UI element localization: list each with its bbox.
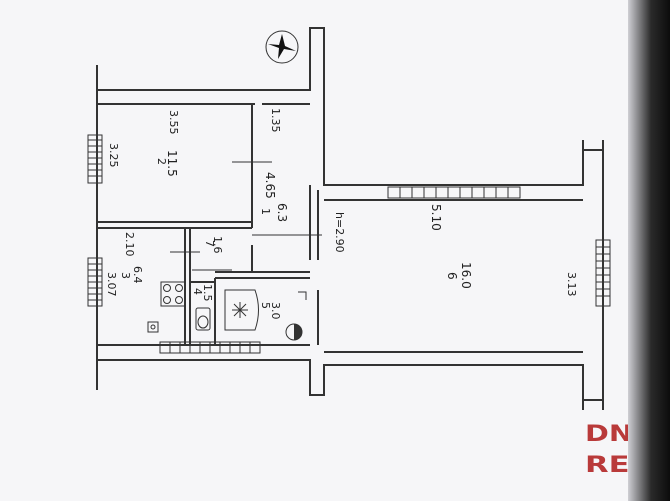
room-3-number: 3 (119, 272, 132, 279)
room-7-area: 1.6 (211, 236, 224, 254)
labels: 3.55 1.35 3.25 2 11.5 4.65 1 6.3 h=2.90 … (105, 108, 578, 320)
toilet-icon (195, 307, 211, 331)
dim-1-35: 1.35 (269, 108, 282, 133)
dim-3-13: 3.13 (565, 272, 578, 297)
dim-4-65: 4.65 (263, 172, 277, 199)
dim-h-2-90: h=2.90 (333, 212, 346, 253)
photo-edge-shadow (628, 0, 670, 501)
room-4-area: 1.5 (201, 284, 214, 302)
room-2-area: 11.5 (165, 150, 179, 177)
dim-3-25: 3.25 (107, 143, 120, 168)
room-7-number: 7 (203, 240, 216, 247)
walls (96, 27, 604, 410)
window-room-2 (87, 134, 103, 184)
sink-icon (147, 321, 159, 333)
window-room-6 (595, 239, 611, 307)
room-3-area: 6.4 (131, 266, 144, 284)
room-5-number: 5 (259, 302, 272, 309)
stove-icon (160, 281, 186, 307)
room-6-area: 16.0 (459, 262, 473, 289)
compass-icon (265, 30, 299, 64)
room-1-number: 1 (259, 208, 272, 215)
radiator-bottom (159, 341, 261, 354)
dim-3-55: 3.55 (167, 110, 180, 135)
dim-2-10: 2.10 (123, 232, 136, 257)
window-room-3 (87, 257, 103, 307)
bathtub-icon (224, 289, 259, 331)
room-5-area: 3.0 (269, 302, 282, 320)
label-guides (170, 161, 322, 271)
windows (87, 134, 611, 354)
room-1-area: 6.3 (275, 203, 289, 222)
room-2-number: 2 (155, 158, 168, 165)
radiator-top (387, 186, 521, 199)
room-4-number: 4 (191, 288, 204, 295)
dim-5-10: 5.10 (429, 204, 443, 231)
dim-3-07: 3.07 (105, 272, 118, 297)
boiler-icon (285, 291, 307, 341)
room-6-number: 6 (445, 272, 459, 280)
